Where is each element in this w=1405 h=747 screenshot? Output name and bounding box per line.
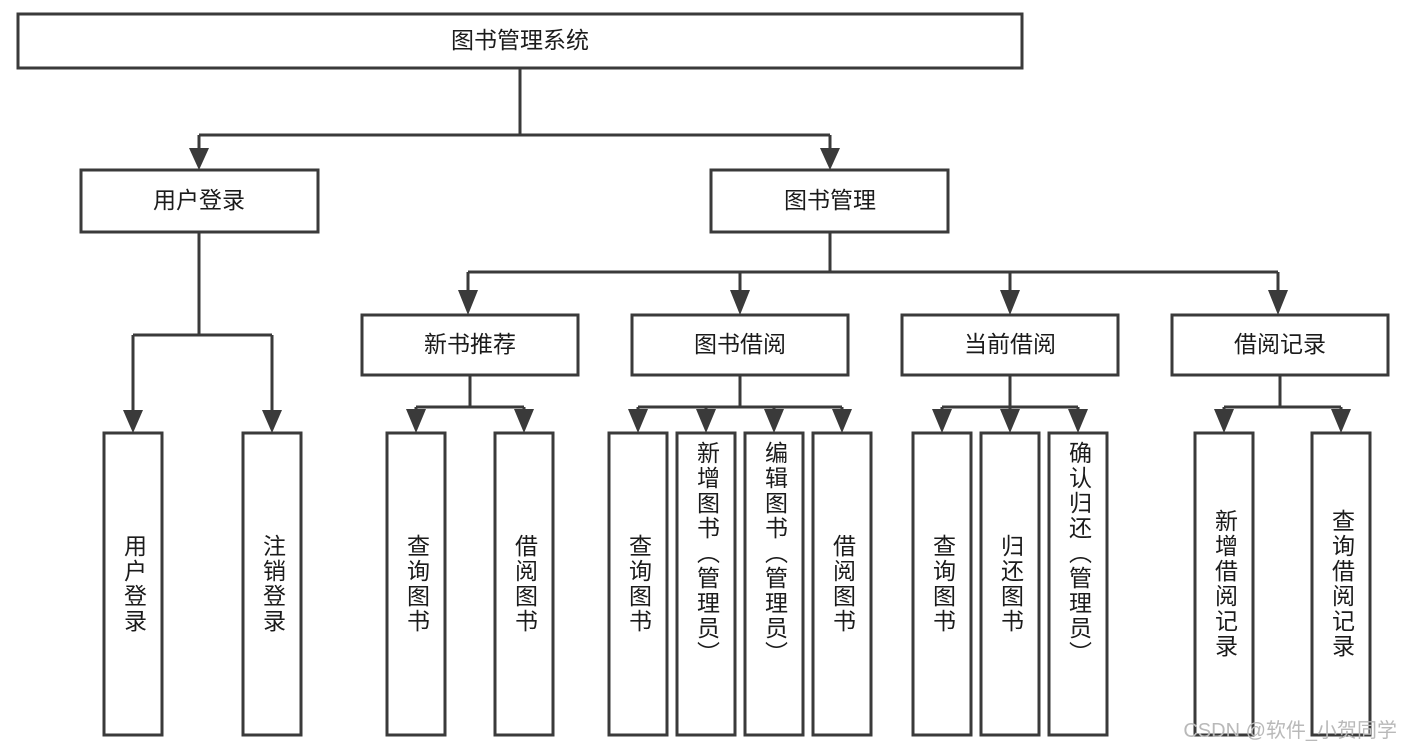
arrow-borrow-l2 <box>696 409 716 433</box>
arrow-bookmgmt-c2 <box>730 290 750 315</box>
node-root-box[interactable] <box>16 12 1024 70</box>
leaf-box-book-borrow-1[interactable] <box>607 431 669 737</box>
node-borrow-record[interactable]: 借阅记录 <box>1170 313 1390 377</box>
leaf-box-current-borrow-3[interactable] <box>1047 431 1109 737</box>
leaf-box-book-borrow-4[interactable] <box>811 431 873 737</box>
node-new-book-recommend-label: 新书推荐 <box>424 331 516 357</box>
node-current-borrow-label: 当前借阅 <box>964 331 1056 357</box>
arrow-current-l1 <box>932 409 952 433</box>
arrow-newbook-l1 <box>406 409 426 433</box>
node-new-book-recommend[interactable]: 新书推荐 <box>360 313 580 377</box>
leaf-box-borrow-record-2[interactable] <box>1310 431 1372 737</box>
node-book-management-label: 图书管理 <box>784 187 876 213</box>
connector-group-borrow <box>628 375 852 433</box>
arrow-bookmgmt-c1 <box>458 290 478 315</box>
node-book-management-box[interactable] <box>709 168 950 234</box>
node-root[interactable]: 图书管理系统 <box>16 12 1024 70</box>
node-book-management[interactable]: 图书管理 <box>709 168 950 234</box>
node-root-label: 图书管理系统 <box>451 27 589 53</box>
node-borrow-record-box[interactable] <box>1170 313 1390 377</box>
connector-group-bookmgmt <box>458 232 1288 315</box>
leaf-box-current-borrow-2[interactable] <box>979 431 1041 737</box>
connector-group-root <box>189 68 840 170</box>
arrow-bookmgmt-c3 <box>1000 290 1020 315</box>
leaf-box-book-borrow-2[interactable] <box>675 431 737 737</box>
leaf-box-new-book-1[interactable] <box>385 431 447 737</box>
connector-group-newbook <box>406 375 534 433</box>
connector-group-record <box>1214 375 1351 433</box>
arrow-root-to-bookmgmt <box>820 148 840 170</box>
node-user-login-label: 用户登录 <box>153 187 245 213</box>
leaf-box-new-book-2[interactable] <box>493 431 555 737</box>
node-current-borrow[interactable]: 当前借阅 <box>900 313 1120 377</box>
connector-group-current <box>932 375 1088 433</box>
arrow-userlogin-leaf2 <box>262 410 282 433</box>
arrow-root-to-userlogin <box>189 148 209 170</box>
node-book-borrow-label: 图书借阅 <box>694 331 786 357</box>
connector-group-userlogin <box>123 232 282 433</box>
arrow-current-l2 <box>1000 409 1020 433</box>
node-user-login[interactable]: 用户登录 <box>79 168 320 234</box>
leaf-box-user-login-2[interactable] <box>241 431 303 737</box>
node-book-borrow[interactable]: 图书借阅 <box>630 313 850 377</box>
node-new-book-recommend-box[interactable] <box>360 313 580 377</box>
arrow-borrow-l4 <box>832 409 852 433</box>
node-book-borrow-box[interactable] <box>630 313 850 377</box>
node-borrow-record-label: 借阅记录 <box>1234 331 1326 357</box>
arrow-bookmgmt-c4 <box>1268 290 1288 315</box>
leaf-box-borrow-record-1[interactable] <box>1193 431 1255 737</box>
arrow-newbook-l2 <box>514 409 534 433</box>
arrow-record-l1 <box>1214 409 1234 433</box>
arrow-userlogin-leaf1 <box>123 410 143 433</box>
node-current-borrow-box[interactable] <box>900 313 1120 377</box>
arrow-current-l3 <box>1068 409 1088 433</box>
leaf-box-book-borrow-3[interactable] <box>743 431 805 737</box>
leaf-box-current-borrow-1[interactable] <box>911 431 973 737</box>
arrow-borrow-l1 <box>628 409 648 433</box>
arrow-borrow-l3 <box>764 409 784 433</box>
leaf-box-user-login-1[interactable] <box>102 431 164 737</box>
node-user-login-box[interactable] <box>79 168 320 234</box>
arrow-record-l2 <box>1331 409 1351 433</box>
